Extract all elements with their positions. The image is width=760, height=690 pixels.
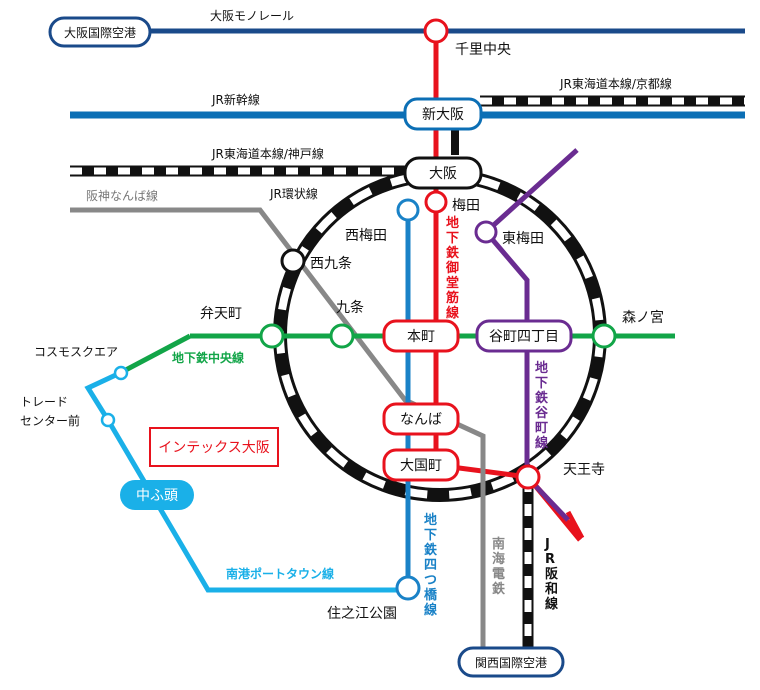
hanshin-namba-line-label: 阪神なんば線	[86, 188, 158, 203]
svg-text:地: 地	[424, 512, 437, 528]
svg-text:鉄: 鉄	[446, 245, 459, 261]
suminoe-koen-station[interactable]	[395, 575, 421, 601]
bentencho-station[interactable]	[259, 323, 285, 349]
svg-text:下: 下	[446, 231, 459, 246]
svg-text:線: 線	[545, 596, 559, 612]
namba-label: なんば	[400, 412, 442, 428]
osaka-airport-station[interactable]	[48, 16, 152, 48]
senri-chuo-label: 千里中央	[455, 42, 511, 58]
svg-text:J: J	[544, 537, 550, 552]
svg-text:鉄: 鉄	[492, 581, 505, 597]
cosmo-square-label: コスモスクエア	[34, 345, 118, 359]
daikokucho-label: 大国町	[400, 458, 442, 474]
senri-chuo-station[interactable]	[423, 18, 449, 44]
suminoe-koen-label: 住之江公園	[327, 606, 397, 622]
svg-text:つ: つ	[424, 573, 437, 588]
tanimachi-4-label: 谷町四丁目	[489, 329, 559, 345]
svg-text:谷: 谷	[535, 405, 549, 421]
namba-station[interactable]	[382, 402, 460, 436]
nishikujo-label: 西九条	[310, 255, 352, 272]
svg-text:下: 下	[535, 376, 548, 391]
higashi-umeda-station[interactable]	[474, 220, 498, 244]
svg-text:線: 線	[424, 602, 438, 618]
svg-text:橋: 橋	[424, 587, 438, 603]
svg-text:和: 和	[545, 581, 558, 597]
morinomiya-label: 森ノ宮	[622, 310, 664, 326]
umeda-label: 梅田	[452, 198, 480, 214]
morinomiya-station[interactable]	[591, 323, 617, 349]
svg-text:南: 南	[492, 536, 505, 552]
tanimachi-line	[482, 148, 579, 522]
tokaido-kobe-line-label: JR東海道本線/神戸線	[211, 146, 324, 161]
hanwa-line-label: J R 阪 和 線	[544, 537, 559, 612]
svg-text:R: R	[545, 552, 555, 567]
tennoji-label: 天王寺	[563, 462, 605, 478]
tennoji-station[interactable]	[515, 464, 541, 490]
midosuji-line-label: 地 下 鉄 御 堂 筋 線	[445, 215, 460, 321]
tanimachi-4-station[interactable]	[475, 319, 573, 353]
osaka-label: 大阪	[429, 166, 457, 182]
svg-text:線: 線	[446, 305, 460, 321]
svg-text:地: 地	[535, 360, 548, 376]
trade-center-label-2: センター前	[20, 413, 80, 428]
nishi-umeda-station[interactable]	[396, 198, 420, 222]
trade-center-station[interactable]	[100, 412, 116, 428]
kansai-airport-label: 関西国際空港	[475, 656, 547, 670]
tanimachi-line-label: 地 下 鉄 谷 町 線	[535, 360, 549, 451]
osaka-station[interactable]	[403, 156, 483, 190]
svg-text:海: 海	[492, 551, 505, 567]
midosuji-line-south	[435, 462, 582, 542]
svg-text:鉄: 鉄	[535, 390, 548, 406]
svg-text:下: 下	[424, 528, 437, 543]
svg-text:町: 町	[535, 421, 548, 436]
svg-text:阪: 阪	[545, 567, 559, 582]
tokaido-kyoto-line-label: JR東海道本線/京都線	[559, 76, 672, 91]
bentencho-label: 弁天町	[200, 306, 242, 322]
shin-osaka-label: 新大阪	[422, 107, 464, 123]
kujo-label: 九条	[336, 299, 364, 316]
shin-osaka-station[interactable]	[403, 97, 483, 131]
trade-center-label-1: トレード	[20, 395, 68, 409]
svg-text:堂: 堂	[446, 275, 459, 291]
honmachi-label: 本町	[407, 329, 435, 345]
midosuji-tail	[565, 510, 585, 540]
svg-text:電: 電	[492, 567, 505, 582]
chuo-line-west	[118, 333, 192, 376]
svg-text:筋: 筋	[445, 290, 459, 306]
nishi-umeda-label: 西梅田	[345, 228, 387, 244]
svg-text:御: 御	[445, 260, 459, 276]
nakafuto-station[interactable]	[120, 480, 194, 510]
yotsubashi-line-label: 地 下 鉄 四 つ 橋 線	[424, 512, 438, 618]
nishikujo-station[interactable]	[280, 248, 306, 274]
svg-text:線: 線	[535, 435, 549, 451]
shinkansen-line-label: JR新幹線	[211, 92, 260, 107]
umeda-station[interactable]	[424, 190, 448, 214]
monorail-line-label: 大阪モノレール	[210, 9, 294, 23]
svg-text:鉄: 鉄	[424, 542, 437, 558]
venue-box[interactable]	[149, 427, 279, 467]
venue-label: インテックス大阪	[158, 440, 270, 456]
port-town-line-label: 南港ポートタウン線	[226, 566, 334, 581]
nankai-line-label: 南 海 電 鉄	[492, 536, 505, 597]
svg-text:地: 地	[446, 215, 459, 231]
loop-line-label: JR環状線	[269, 186, 318, 201]
honmachi-station[interactable]	[382, 319, 460, 353]
nakafuto-label: 中ふ頭	[136, 488, 178, 504]
osaka-airport-label: 大阪国際空港	[64, 26, 136, 40]
cosmo-square-station[interactable]	[113, 365, 129, 381]
kansai-airport-station[interactable]	[457, 646, 565, 678]
daikokucho-station[interactable]	[382, 448, 460, 482]
chuo-line-label: 地下鉄中央線	[172, 350, 244, 365]
higashi-umeda-label: 東梅田	[502, 231, 544, 247]
kujo-station[interactable]	[329, 323, 355, 349]
svg-text:四: 四	[424, 558, 437, 573]
